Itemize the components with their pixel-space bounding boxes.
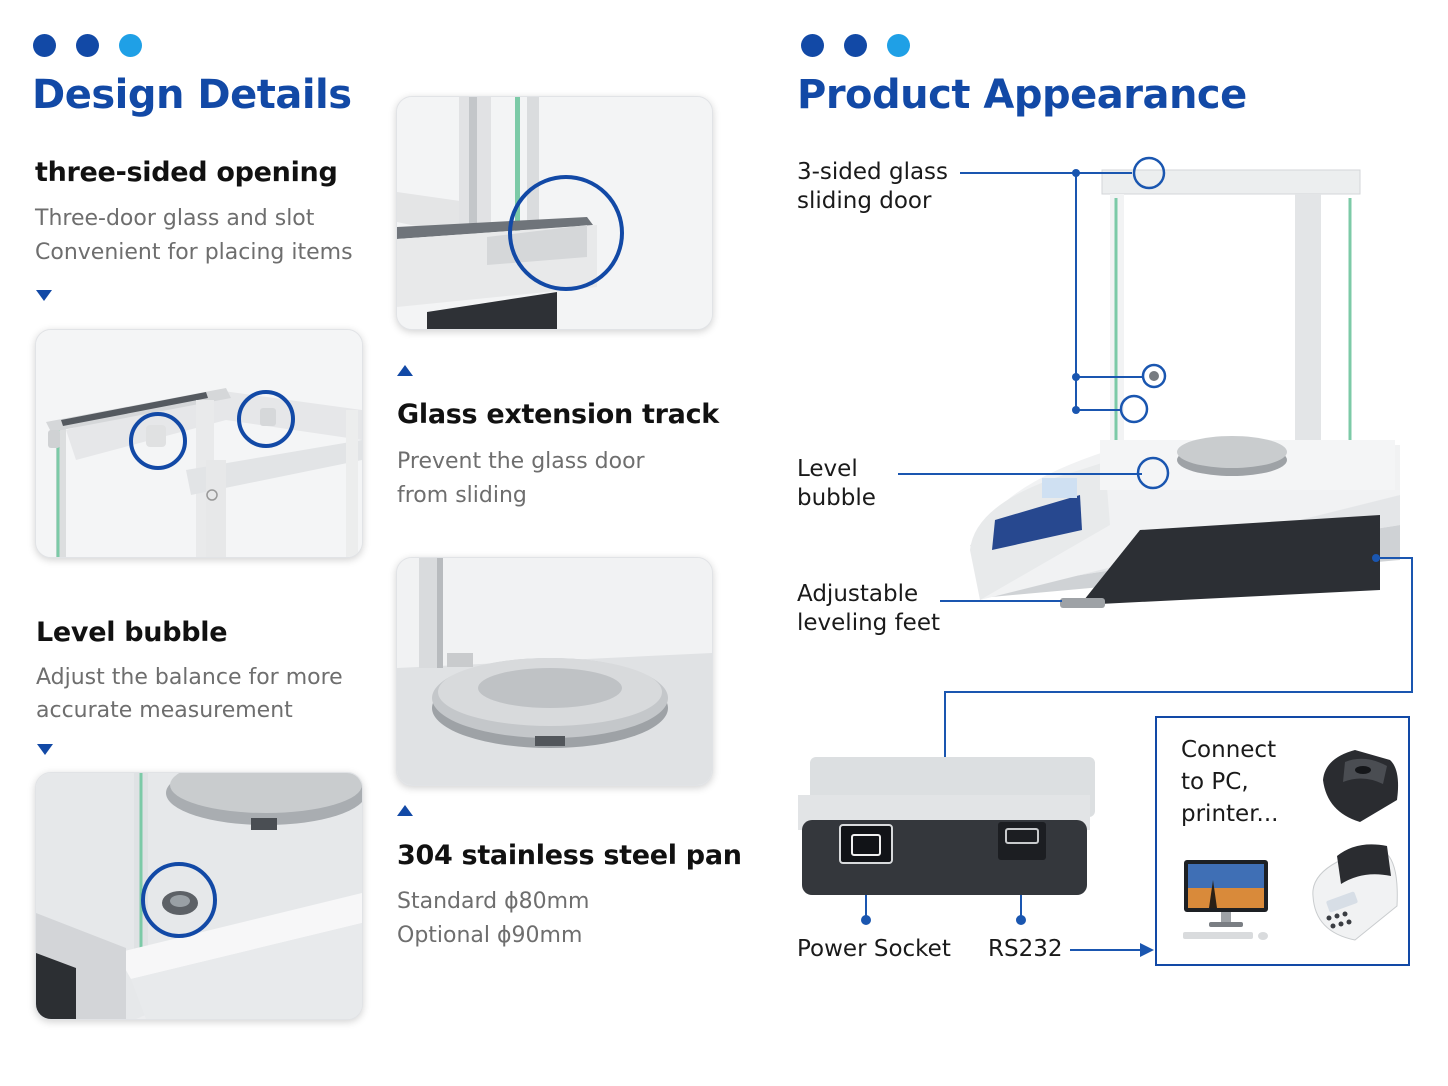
photo-stainless-steel-pan (396, 557, 713, 786)
connect-line: to PC, (1181, 769, 1249, 795)
arrow-right-icon (1140, 943, 1154, 957)
feature-desc-line: Three-door glass and slot (35, 206, 315, 231)
thermal-printer-icon (1312, 844, 1398, 941)
triangle-down-icon (37, 744, 53, 755)
rs232-label: RS232 (988, 936, 1063, 962)
dot (844, 34, 867, 57)
product-appearance-heading: Product Appearance (797, 72, 1247, 118)
dot (887, 34, 910, 57)
callout-line: 3-sided glass (797, 159, 949, 185)
connect-box: Connect to PC, printer... (1155, 716, 1410, 966)
photo-level-bubble (35, 772, 363, 1020)
feature-desc-line: Adjust the balance for more (36, 665, 343, 690)
callout-line: leveling feet (797, 610, 940, 636)
callout-line: bubble (797, 485, 876, 511)
receipt-printer-icon (1323, 750, 1399, 822)
triangle-up-icon (397, 365, 413, 376)
triangle-up-icon (397, 805, 413, 816)
feature-desc-line: Convenient for placing items (35, 240, 353, 265)
feature-desc-line: Optional ϕ90mm (397, 923, 583, 948)
feature-title-level-bubble: Level bubble (36, 617, 228, 648)
feature-desc-line: Standard ϕ80mm (397, 889, 590, 914)
feature-title-stainless-steel-pan: 304 stainless steel pan (397, 840, 742, 871)
callout-line: Adjustable (797, 581, 919, 607)
connect-line: Connect (1181, 737, 1277, 763)
feature-desc-line: accurate measurement (36, 698, 293, 723)
feature-desc-line: from sliding (397, 483, 527, 508)
heading-dots-right (801, 34, 910, 57)
dot (76, 34, 99, 57)
feature-title-glass-extension-track: Glass extension track (397, 399, 719, 430)
dot (33, 34, 56, 57)
feature-desc-line: Prevent the glass door (397, 449, 645, 474)
power-socket-label: Power Socket (797, 936, 951, 962)
triangle-down-icon (36, 290, 52, 301)
photo-glass-extension-track (396, 96, 713, 330)
product-diagram (798, 156, 1413, 957)
dot (801, 34, 824, 57)
balance-illustration (970, 169, 1400, 608)
dot (119, 34, 142, 57)
heading-dots-left (33, 34, 142, 57)
desktop-computer-icon (1183, 860, 1268, 940)
connect-line: printer... (1181, 801, 1279, 827)
photo-three-sided-opening (35, 329, 363, 558)
callout-line: Level (797, 456, 858, 482)
balance-rear-view (798, 757, 1095, 895)
callout-line: sliding door (797, 188, 932, 214)
design-details-heading: Design Details (32, 72, 352, 118)
feature-title-three-sided-opening: three-sided opening (35, 157, 338, 188)
